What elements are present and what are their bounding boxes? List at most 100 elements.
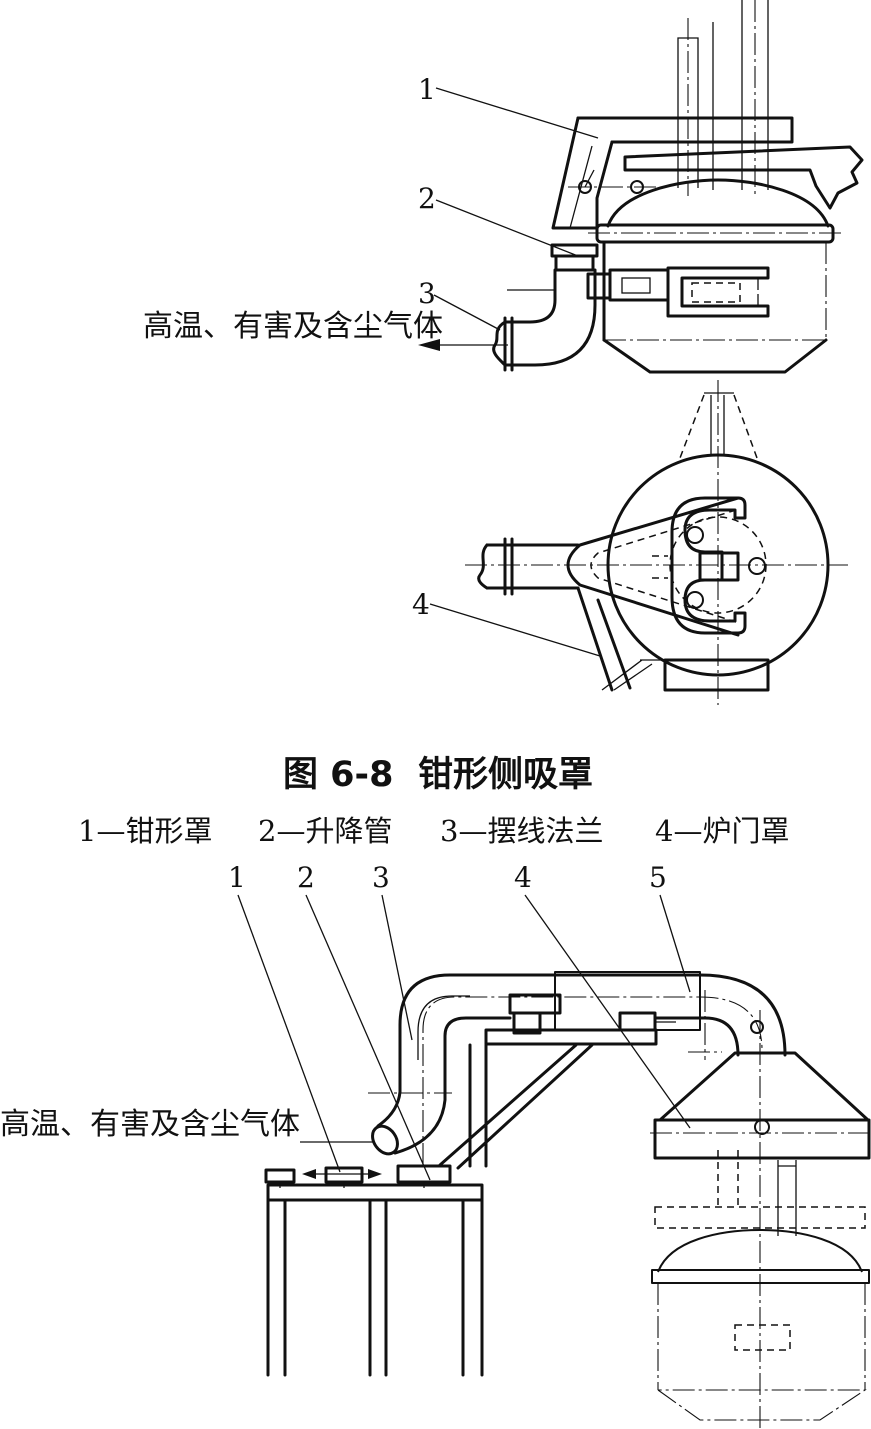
figure-number: 图 6-8	[283, 755, 393, 795]
rail-block-3	[396, 1164, 452, 1184]
clamp-block-inner	[621, 277, 651, 294]
projection-right	[733, 394, 758, 459]
callout-bottom-4: 4	[514, 861, 532, 894]
furnace-door-clamp	[586, 266, 770, 318]
plan-pipe-walls	[485, 543, 580, 590]
column-arm	[484, 1028, 658, 1046]
leader-top-4	[429, 603, 601, 657]
callout-top-1: 1	[418, 73, 436, 106]
callout-top-3: 3	[418, 277, 436, 310]
connector-upper	[508, 993, 562, 1015]
figure-caption: 图 6-8 钳形侧吸罩 1—钳形罩 2—升降管 3—摆线法兰 4—炉门罩	[78, 755, 789, 848]
pivot-link	[584, 169, 595, 188]
riser-pipe	[418, 243, 599, 372]
leader-top-3	[433, 294, 501, 331]
plan-pipe-flange	[503, 537, 514, 596]
frame-top	[266, 1183, 484, 1202]
lift-section-box	[554, 971, 701, 1031]
furnace-electrode-dashed	[717, 1150, 739, 1207]
riser-flange-lower	[554, 254, 595, 272]
top-figure-elevation: 高温、有害及含尘气体 1 2 3 4	[143, 0, 864, 657]
legend-item-2: 2—升降管	[258, 814, 392, 848]
leader-bottom-3	[381, 894, 413, 1041]
legend-item-4: 4—炉门罩	[655, 814, 789, 848]
cone-hood	[650, 1051, 871, 1160]
furnace-electrodes	[777, 1160, 797, 1236]
door-hood-brace	[601, 659, 668, 691]
pipe-inner-wall-left	[443, 1016, 512, 1062]
furnace-dome	[606, 178, 830, 228]
cone-hood-shell	[658, 1051, 870, 1122]
rail-block-1	[264, 1168, 296, 1184]
callout-bottom-5: 5	[649, 861, 667, 894]
pipe-inner-wall-right	[654, 1016, 740, 1057]
callout-top-4: 4	[412, 588, 430, 621]
hood-fork	[670, 496, 747, 635]
furnace-bottom	[602, 338, 828, 374]
connector-post	[512, 1011, 542, 1035]
callout-bottom-1: 1	[228, 861, 246, 894]
plan-pincer-hood	[566, 496, 766, 637]
callouts-bottom: 1 2 3 4 5	[228, 861, 691, 1181]
bottom-figure: 1 2 3 4 5	[0, 861, 871, 1429]
leader-top-2	[435, 199, 579, 257]
fork-hole-upper	[686, 526, 704, 544]
projection-left	[679, 394, 705, 459]
rail-block-2	[324, 1166, 364, 1184]
support-frame	[264, 1164, 484, 1377]
clamp-stub	[586, 272, 612, 300]
legend-item-3: 3—摆线法兰	[440, 814, 603, 848]
hood-top-plate	[576, 116, 794, 144]
fork-hole-lower	[686, 591, 704, 609]
cycloid-flange	[503, 316, 514, 372]
door-dashed-outline	[691, 282, 741, 303]
elbow-outer-wall	[503, 268, 597, 367]
connector-right	[618, 1011, 657, 1032]
gas-label-top: 高温、有害及含尘气体	[143, 309, 443, 344]
clamp-block	[608, 268, 670, 302]
projection-ribs	[710, 395, 725, 455]
lower-elbow-inner	[393, 1058, 447, 1155]
furnace-roof-beam	[623, 145, 864, 210]
clamp-bracket	[666, 266, 770, 318]
leader-bottom-4	[524, 894, 691, 1129]
plan-pipe	[477, 537, 580, 596]
furnace-bottom-lower	[657, 1389, 867, 1421]
hood-arm	[551, 116, 614, 230]
leader-bottom-1	[237, 894, 341, 1173]
support-column	[438, 1028, 658, 1170]
top-figure-plan	[465, 380, 848, 705]
pipe-swivel-ring	[417, 995, 470, 1060]
pipe-pivot	[750, 1020, 764, 1034]
electrode-columns	[677, 0, 769, 196]
plan-door-hood	[576, 586, 770, 692]
furnace-shell-lower	[657, 1283, 866, 1390]
door-hood-box	[663, 658, 770, 692]
rail-feet	[279, 1182, 425, 1188]
swing-pipe	[300, 971, 787, 1165]
lower-elbow-outer	[376, 1058, 402, 1128]
fork-slot-bar	[698, 551, 740, 582]
cone-hood-pivot	[754, 1119, 770, 1135]
gas-label-bottom: 高温、有害及含尘气体	[0, 1107, 300, 1142]
pipe-crosshair	[688, 990, 722, 1060]
furnace-body-elevation	[588, 178, 842, 374]
callout-bottom-2: 2	[297, 861, 315, 894]
pipe-break-end	[492, 320, 507, 367]
electrode-c	[741, 0, 769, 190]
gas-arrow-head	[418, 339, 440, 351]
pipe-inlet-opening	[371, 1124, 399, 1156]
plan-electrode-projection	[679, 392, 758, 459]
plan-pipe-break	[477, 543, 489, 590]
pivot-left	[578, 180, 592, 194]
figure-title: 钳形侧吸罩	[418, 755, 593, 795]
cone-hood-ring	[653, 1118, 871, 1160]
column-brace	[438, 1043, 594, 1170]
frame-legs	[266, 1198, 484, 1377]
pivot-right	[630, 180, 644, 194]
callouts-top: 1 2 3 4	[412, 73, 601, 657]
furnace-door-dashed	[734, 1324, 791, 1351]
pipe-centerline	[422, 996, 763, 1165]
legend-item-1: 1—钳形罩	[78, 814, 212, 848]
